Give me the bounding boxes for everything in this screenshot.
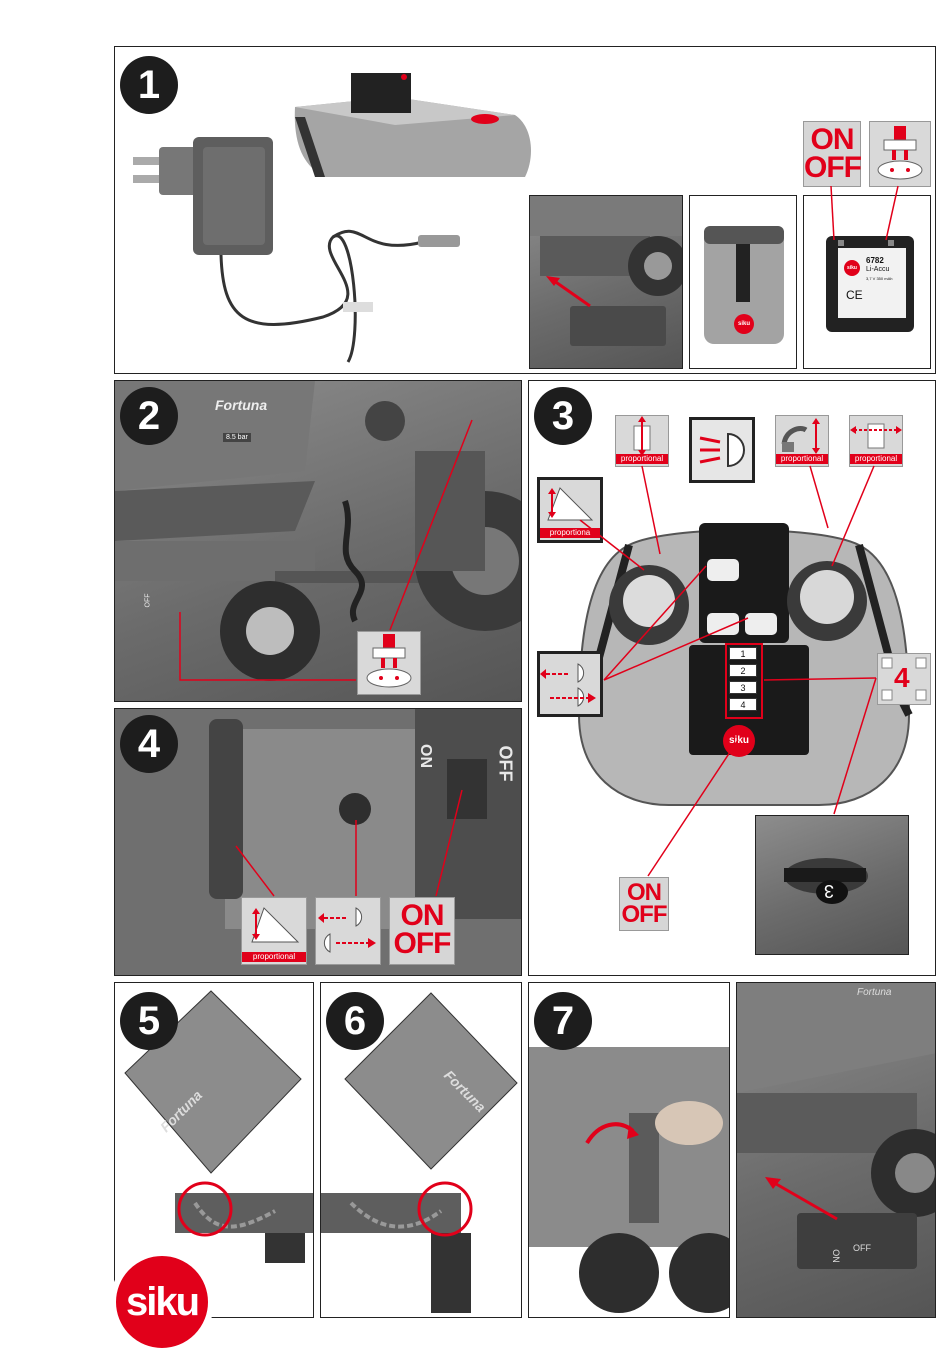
- ce-mark: CE: [846, 288, 863, 302]
- channel-4: 4: [729, 698, 757, 711]
- step-number-5: 5: [120, 992, 178, 1050]
- off-text-tag: OFF: [145, 594, 152, 608]
- proportional-label-b: proportional: [776, 454, 828, 464]
- charging-socket-icon-2: [358, 632, 420, 694]
- switch-off-text: OFF: [495, 746, 516, 782]
- panel-step-1: 1 ON OFF: [114, 46, 936, 374]
- steering-proportional-icon: proportional: [849, 415, 903, 467]
- dump-proportional-icon-2: proportional: [241, 897, 307, 965]
- tipper-icon-2: [242, 898, 306, 952]
- step-number-7: 7: [534, 992, 592, 1050]
- trailer-battery-illustration: [737, 983, 936, 1318]
- battery-model: 6782: [866, 256, 884, 265]
- lights-icon-panel: [689, 417, 755, 483]
- on-off-label-remote: ON OFF: [619, 877, 669, 931]
- photo-battery-label: siku 6782 Li-Accu 3,7 V 350 mAh CE: [803, 195, 931, 369]
- crane-proportional-icon: proportional: [775, 415, 829, 467]
- left-right-vehicle-icon: [850, 416, 902, 456]
- battery-off-text: OFF: [853, 1243, 871, 1253]
- socket-plug-icon: [870, 122, 930, 186]
- tipping-proportional-icon: proportional: [615, 415, 669, 467]
- fortuna-text-7b: Fortuna: [857, 987, 891, 998]
- proportional-label-c: proportional: [850, 454, 902, 464]
- charging-cradle-illustration: [285, 67, 545, 187]
- channel-selector: 1 2 3 4: [725, 643, 763, 719]
- turn-signal-icon: [540, 654, 600, 714]
- proportional-label-a: proportional: [616, 454, 668, 464]
- step-number-4: 4: [120, 715, 178, 773]
- siku-logo-mini: siku: [734, 314, 754, 334]
- switch-on-text: ON: [416, 744, 434, 768]
- photo-battery-front: siku: [689, 195, 797, 369]
- battery-spec: 3,7 V 350 mAh: [866, 276, 892, 281]
- panel-step-3: 3 proportional proportional: [528, 380, 936, 976]
- indicator-icon-2: [315, 897, 381, 965]
- turn-right-button: [745, 613, 777, 635]
- on-off-label-switch: ON OFF: [389, 897, 455, 965]
- channel-1: 1: [729, 647, 757, 660]
- step-number-2: 2: [120, 387, 178, 445]
- step-number-3: 3: [534, 387, 592, 445]
- on-off-label: ON OFF: [803, 121, 861, 187]
- battery-label-illustration: [804, 196, 931, 369]
- step-number-6: 6: [326, 992, 384, 1050]
- indicator-icon: [537, 651, 603, 717]
- battery-on-text: ON: [831, 1249, 841, 1263]
- panel-step-4: 4 ON OFF proportional ON OFF: [114, 708, 522, 976]
- panel-step-7-battery: ON OFF Fortuna: [736, 982, 936, 1318]
- photo-battery-insert: [529, 195, 683, 369]
- channel-four-icon: 4: [877, 653, 931, 705]
- battery-name: Li-Accu: [866, 266, 889, 273]
- channel-2: 2: [729, 664, 757, 677]
- siku-logo-mini-battery: siku: [844, 260, 860, 276]
- panel-step-6: 6 Fortuna: [320, 982, 522, 1318]
- headlight-icon: [692, 420, 752, 480]
- turn-signal-icon-2: [316, 898, 380, 962]
- light-button: [707, 559, 739, 581]
- turn-left-button: [707, 613, 739, 635]
- siku-logo: siku: [110, 1250, 214, 1354]
- channel-four-number: 4: [894, 662, 910, 694]
- fortuna-brand-text: Fortuna: [215, 397, 267, 413]
- battery-front-illustration: [690, 196, 797, 369]
- pressure-tag: 8.5 bar: [223, 433, 251, 442]
- proportional-label-e: proportional: [242, 952, 306, 962]
- channel-3: 3: [729, 681, 757, 694]
- charging-socket-icon: [869, 121, 931, 187]
- lift-arm-icon: [776, 416, 828, 456]
- trailer-hitch-illustration: [115, 381, 522, 702]
- channel-wheel-number: 3: [824, 880, 834, 901]
- panel-step-7: 7: [528, 982, 730, 1318]
- photo-channel-wheel: 3: [755, 815, 909, 955]
- battery-insert-illustration: [530, 196, 683, 369]
- remote-power-button: siku: [723, 725, 755, 757]
- socket-plug-icon-2: [357, 631, 421, 695]
- up-down-vehicle-icon: [616, 416, 668, 456]
- panel-step-2: 2 Fortuna 8.5 bar OFF: [114, 380, 522, 702]
- step-number-1: 1: [120, 56, 178, 114]
